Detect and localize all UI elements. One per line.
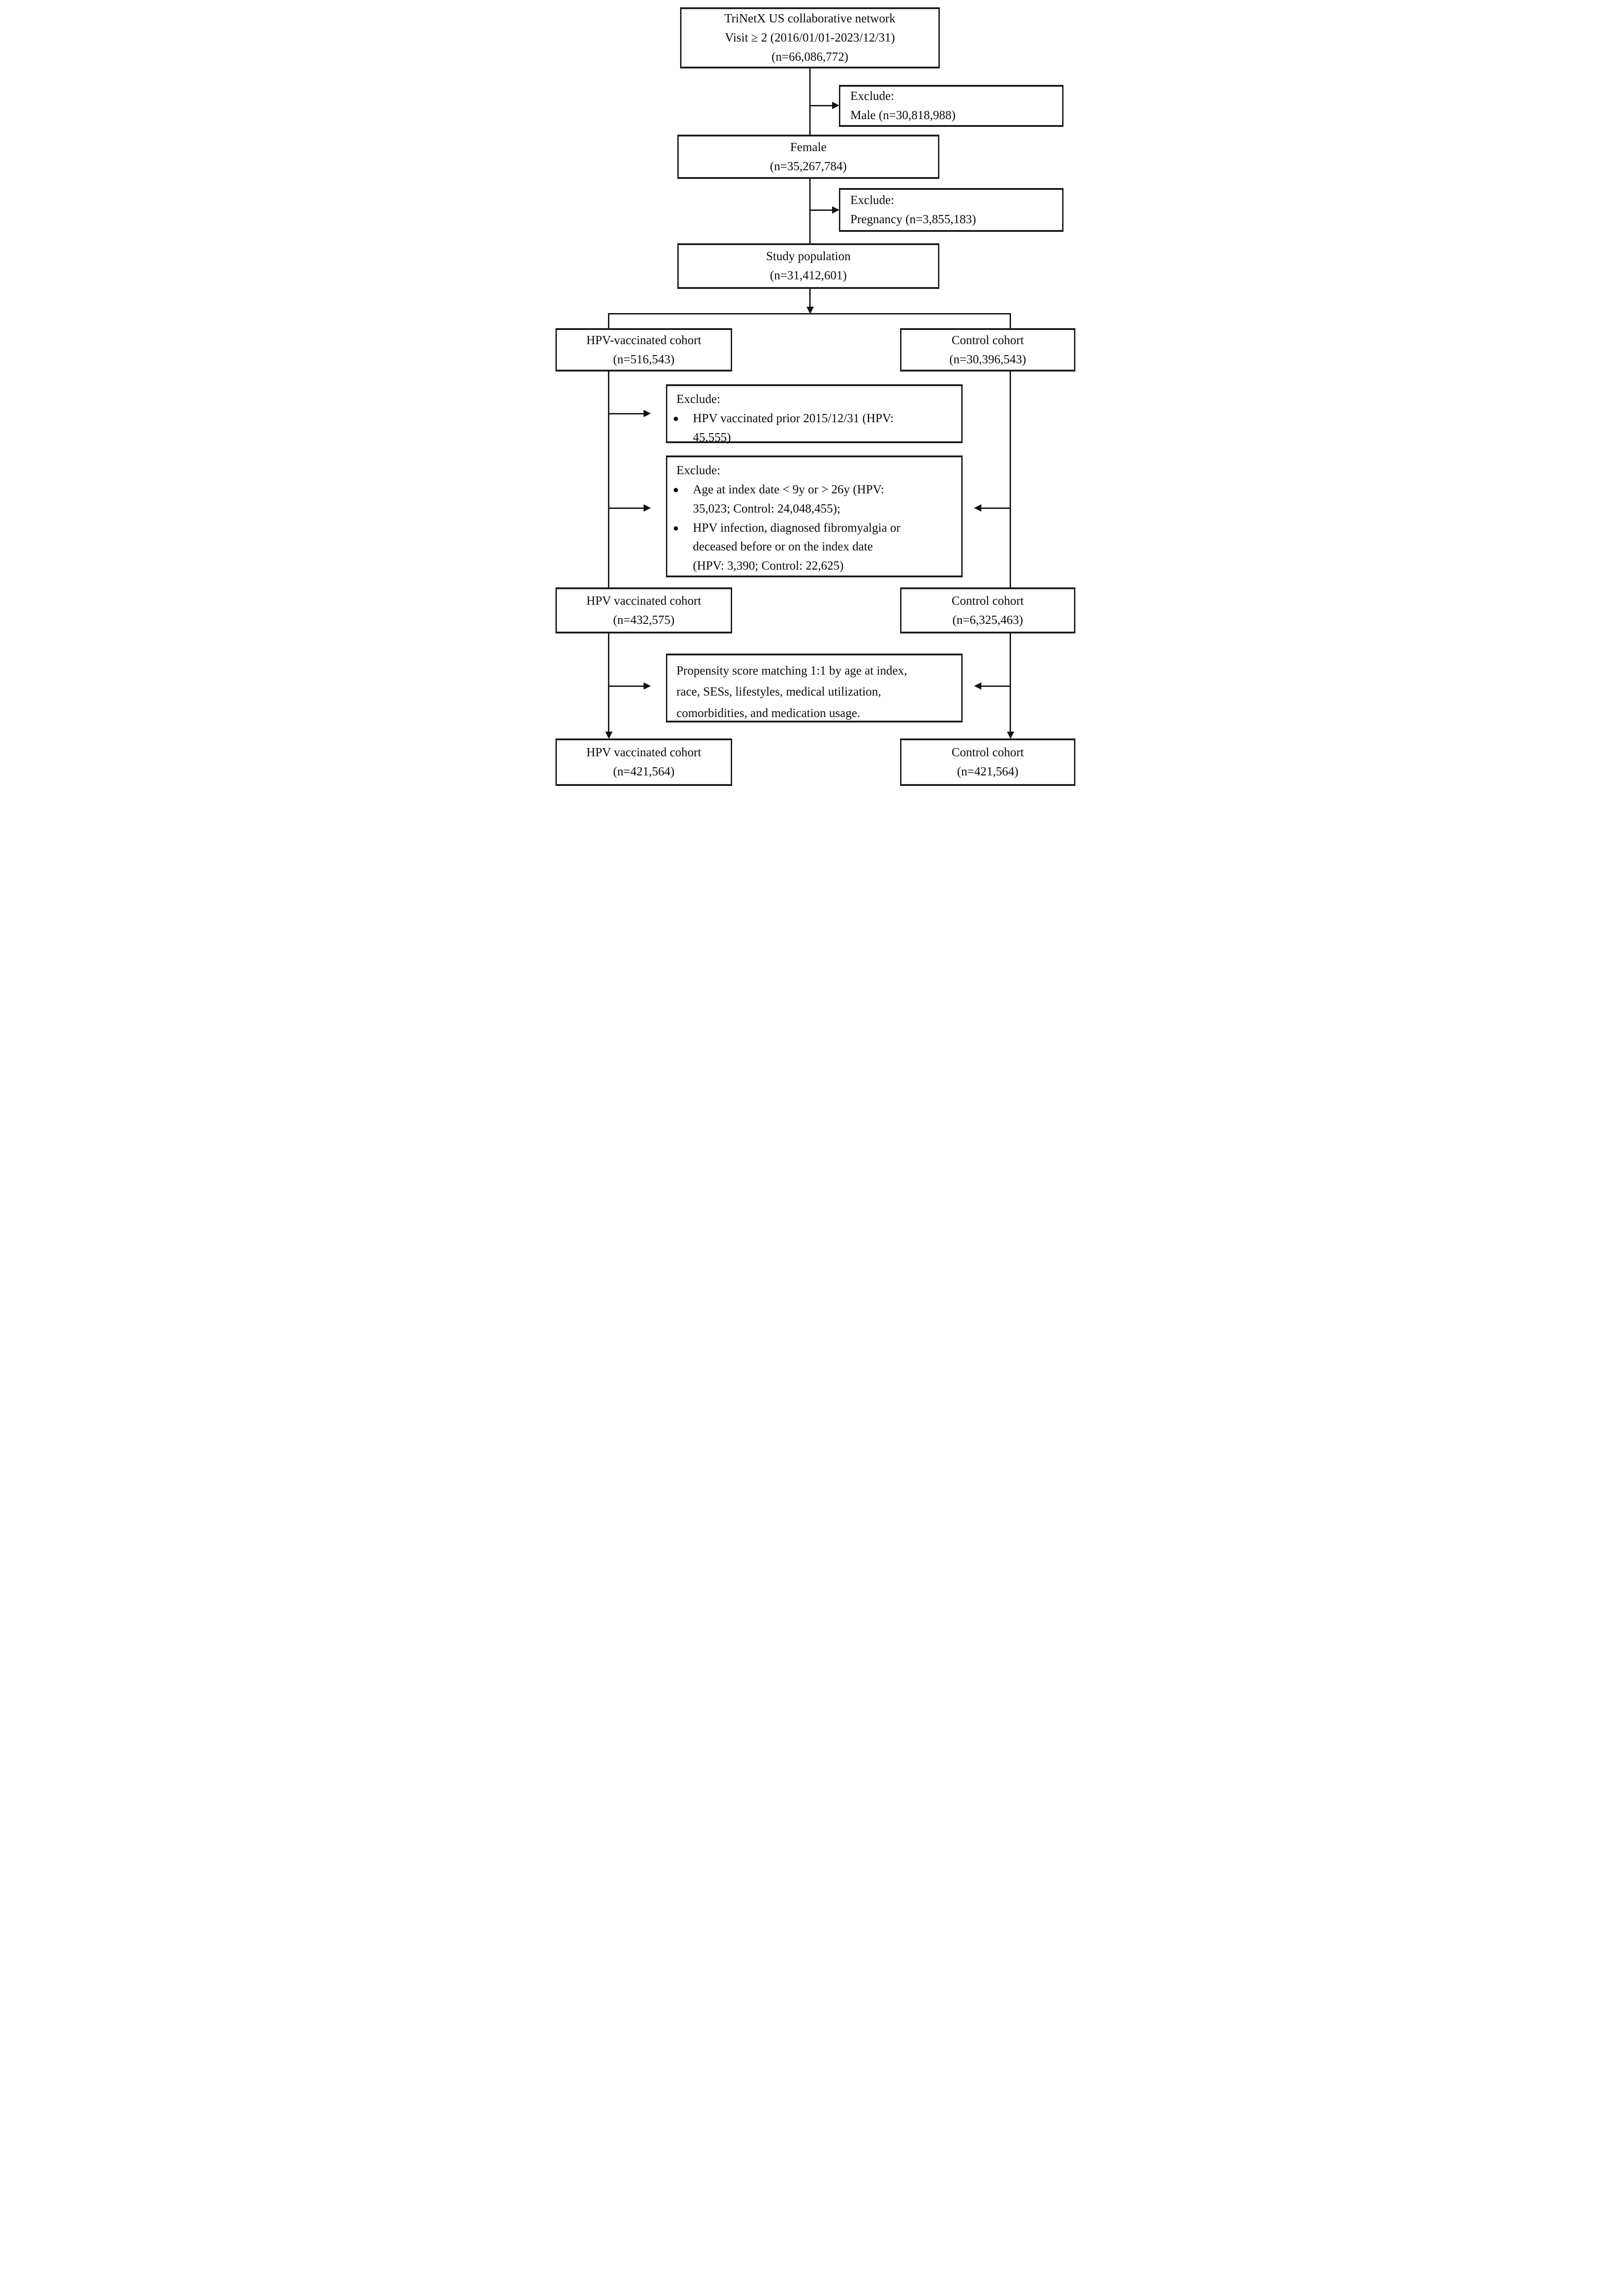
connector-right-spine-upper [1010, 371, 1011, 588]
study-population-line-1: Study population [766, 249, 851, 263]
propensity-line-2: race, SESs, lifestyles, medical utilizat… [676, 685, 881, 699]
exclude-age-bullet-line-1: Age at index date < 9y or > 26y (HPV: [693, 482, 885, 496]
box-exclude-hpv-prior: Exclude: ● HPV vaccinated prior 2015/12/… [666, 384, 963, 444]
control-cohort-initial-line-1: Control cohort [951, 333, 1024, 347]
arrowhead-hpv-final-icon [605, 732, 613, 739]
connector-branch-propensity-left [609, 686, 644, 687]
exclude-age-bullet-line-2: 35,023; Control: 24,048,455); [693, 501, 841, 515]
exclude-hpv-prior-bullet-1-line-2: 45,555) [693, 430, 731, 444]
bullet-icon: ● [673, 412, 679, 424]
exclude-male-line-1: Exclude: [850, 89, 894, 103]
connector-female-to-study [809, 178, 811, 244]
box-exclude-age-infection: Exclude: ● Age at index date < 9y or > 2… [666, 455, 963, 577]
box-trinetx-network: TriNetX US collaborative network Visit ≥… [680, 7, 940, 68]
control-cohort-eligible-line-2: (n=6,325,463) [952, 612, 1023, 627]
exclude-pregnancy-line-2: Pregnancy (n=3,855,183) [850, 212, 976, 226]
box-control-cohort-final: Control cohort (n=421,564) [900, 738, 1075, 786]
exclude-hpv-prior-bullet-1-line-1: HPV vaccinated prior 2015/12/31 (HPV: [693, 411, 894, 425]
arrowhead-exclude-pregnancy-icon [832, 206, 839, 214]
connector-branch-exclude-age-left [609, 508, 644, 509]
hpv-cohort-eligible-line-1: HPV vaccinated cohort [586, 593, 702, 607]
exclude-hpv-prior-header: Exclude: [676, 392, 720, 406]
box-study-population: Study population (n=31,412,601) [677, 243, 939, 289]
connector-branch-exclude-pregnancy [810, 209, 833, 211]
propensity-line-1: Propensity score matching 1:1 by age at … [676, 664, 907, 677]
exclude-age-infection-header: Exclude: [676, 463, 720, 477]
connector-split-to-hpv-cohort [608, 313, 609, 329]
exclude-male-line-2: Male (n=30,818,988) [850, 108, 956, 122]
female-line-1: Female [790, 140, 827, 154]
connector-right-spine-lower [1010, 633, 1011, 734]
control-cohort-eligible-line-1: Control cohort [951, 593, 1024, 607]
control-cohort-final-line-2: (n=421,564) [957, 764, 1019, 778]
box-hpv-cohort-eligible: HPV vaccinated cohort (n=432,575) [555, 587, 732, 633]
connector-branch-exclude-male [810, 105, 833, 106]
box-propensity-matching: Propensity score matching 1:1 by age at … [666, 654, 963, 722]
arrowhead-control-final-icon [1006, 732, 1014, 739]
exclude-infection-bullet-line-2: deceased before or on the index date [693, 539, 873, 554]
exclude-infection-bullet-line-3: (HPV: 3,390; Control: 22,625) [693, 559, 844, 573]
connector-split-to-control-cohort [1010, 313, 1011, 329]
exclude-hpv-prior-bullet-1: ● HPV vaccinated prior 2015/12/31 (HPV: … [667, 409, 955, 447]
trinetx-line-2: Visit ≥ 2 (2016/01/01-2023/12/31) [725, 31, 895, 45]
exclude-pregnancy-line-1: Exclude: [850, 193, 894, 207]
box-exclude-pregnancy: Exclude: Pregnancy (n=3,855,183) [839, 188, 1063, 232]
connector-study-to-split [809, 288, 811, 308]
connector-top-to-female [809, 68, 811, 135]
hpv-cohort-initial-line-1: HPV-vaccinated cohort [586, 333, 702, 347]
box-hpv-cohort-initial: HPV-vaccinated cohort (n=516,543) [555, 328, 732, 372]
arrowhead-propensity-left-icon [644, 682, 651, 690]
connector-left-spine-lower [608, 633, 609, 734]
hpv-cohort-eligible-line-2: (n=432,575) [613, 612, 675, 627]
connector-branch-propensity-right [981, 686, 1011, 687]
trinetx-line-1: TriNetX US collaborative network [724, 11, 896, 26]
control-cohort-final-line-1: Control cohort [951, 745, 1024, 759]
exclude-age-infection-bullet-2: ● HPV infection, diagnosed fibromyalgia … [667, 518, 955, 576]
box-hpv-cohort-final: HPV vaccinated cohort (n=421,564) [555, 738, 732, 786]
bullet-icon: ● [673, 522, 679, 534]
bullet-icon: ● [673, 483, 679, 495]
arrowhead-exclude-age-right-icon [974, 504, 981, 512]
connector-branch-exclude-prior [609, 413, 644, 414]
hpv-cohort-final-line-2: (n=421,564) [613, 764, 675, 778]
connector-branch-exclude-age-right [981, 508, 1011, 509]
arrowhead-exclude-male-icon [832, 102, 839, 109]
exclude-infection-bullet-line-1: HPV infection, diagnosed fibromyalgia or [693, 520, 901, 534]
box-exclude-male: Exclude: Male (n=30,818,988) [839, 85, 1063, 127]
arrowhead-split-icon [806, 307, 814, 314]
trinetx-line-3: (n=66,086,772) [771, 49, 849, 63]
exclude-age-infection-bullet-1: ● Age at index date < 9y or > 26y (HPV: … [667, 480, 955, 518]
box-control-cohort-initial: Control cohort (n=30,396,543) [900, 328, 1075, 372]
hpv-cohort-final-line-1: HPV vaccinated cohort [586, 745, 702, 759]
female-line-2: (n=35,267,784) [770, 159, 847, 173]
box-female: Female (n=35,267,784) [677, 135, 939, 179]
hpv-cohort-initial-line-2: (n=516,543) [613, 352, 675, 366]
connector-left-spine-upper [608, 371, 609, 588]
flow-diagram: TriNetX US collaborative network Visit ≥… [541, 0, 1083, 797]
control-cohort-initial-line-2: (n=30,396,543) [949, 352, 1027, 366]
box-control-cohort-eligible: Control cohort (n=6,325,463) [900, 587, 1075, 633]
arrowhead-propensity-right-icon [974, 682, 981, 690]
arrowhead-exclude-prior-icon [644, 410, 651, 417]
arrowhead-exclude-age-left-icon [644, 504, 651, 512]
connector-split-horizontal [608, 313, 1011, 314]
propensity-line-3: comorbidities, and medication usage. [676, 706, 860, 720]
study-population-line-2: (n=31,412,601) [770, 268, 847, 282]
